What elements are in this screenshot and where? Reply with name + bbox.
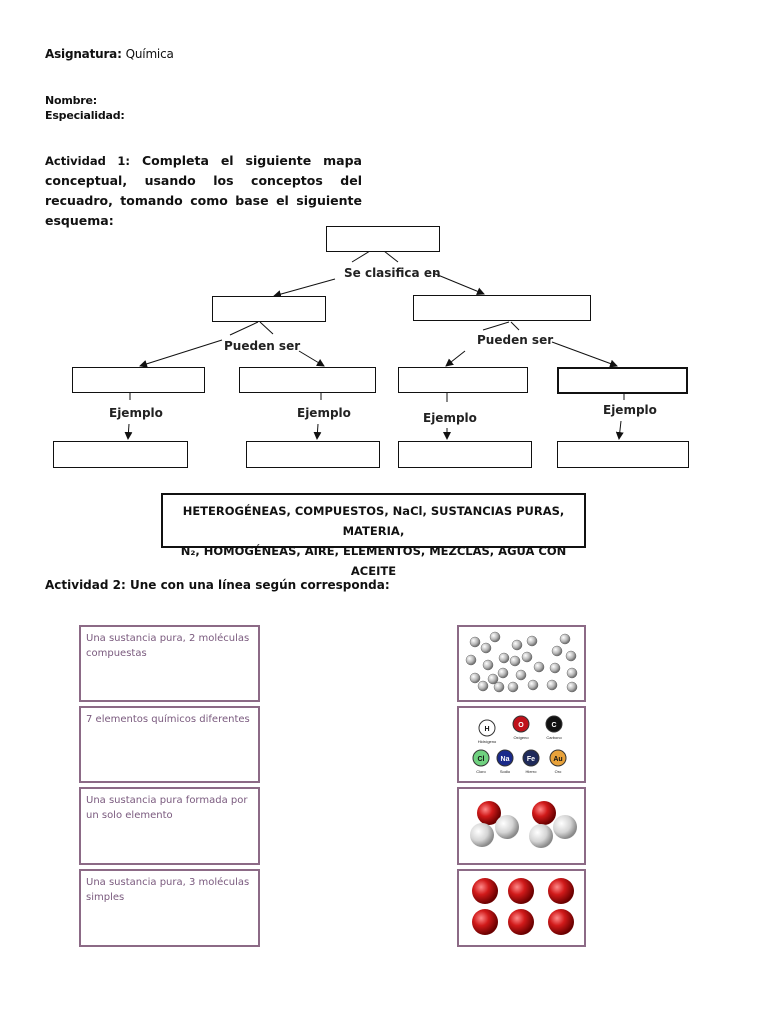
map-box-example-1[interactable] [53,441,188,468]
svg-text:Oxígeno: Oxígeno [513,735,529,740]
svg-text:O: O [518,722,524,729]
connector-example-1: Ejemplo [109,406,163,420]
subject-value: Química [125,47,174,61]
map-box-root[interactable] [326,226,440,252]
svg-text:C: C [551,722,556,729]
connector-classified: Se clasifica en [344,266,441,280]
svg-text:Au: Au [553,756,562,763]
grey-atoms-illustration [465,631,578,693]
svg-text:Hierro: Hierro [526,769,538,774]
concepts-line-2: N₂, HOMOGÉNEAS, AIRE, ELEMENTOS, MEZCLAS… [180,544,567,578]
picture-grey-atoms[interactable] [457,625,586,702]
concept-map-connectors [124,250,625,440]
connector-can-be-right: Pueden ser [477,333,554,347]
description-card-1[interactable]: Una sustancia pura, 2 moléculas compuest… [79,625,260,702]
activity1-title: Actividad 1: [45,154,131,168]
connector-example-3: Ejemplo [423,411,477,425]
map-box-level2-left[interactable] [212,296,326,322]
element-oxigeno-icon: O Oxígeno [512,715,530,740]
svg-text:Carbono: Carbono [546,735,562,740]
svg-text:Fe: Fe [527,756,535,763]
map-box-example-3[interactable] [398,441,532,468]
svg-text:Oro: Oro [555,769,562,774]
connector-example-2: Ejemplo [297,406,351,420]
connector-can-be-left: Pueden ser [224,339,301,353]
activity1-instructions: Actividad 1: Completa el siguiente mapa … [45,151,362,231]
description-card-2[interactable]: 7 elementos químicos diferentes [79,706,260,783]
svg-text:Cl: Cl [478,756,485,763]
description-card-4[interactable]: Una sustancia pura, 3 moléculas simples [79,869,260,947]
subject-line: Asignatura: Química [45,47,174,61]
svg-text:Cloro: Cloro [476,769,486,774]
map-box-level2-right[interactable] [413,295,591,321]
subject-label: Asignatura: [45,47,122,61]
svg-text:Hidrógeno: Hidrógeno [478,739,497,744]
concepts-line-1: HETEROGÉNEAS, COMPUESTOS, NaCl, SUSTANCI… [182,504,565,538]
picture-two-molecules[interactable] [457,787,586,865]
svg-text:H: H [484,726,489,733]
map-box-level3-2[interactable] [239,367,376,393]
simple-molecules-illustration [472,878,574,935]
activity1-text: Completa el siguiente mapa conceptual, u… [45,153,362,228]
compound-molecules-illustration [470,801,577,848]
picture-three-molecules[interactable] [457,869,586,947]
connector-example-4: Ejemplo [603,403,657,417]
map-box-level3-4[interactable] [557,367,688,394]
svg-text:Sodio: Sodio [500,769,511,774]
element-carbono-icon: C Carbono [545,715,563,740]
svg-text:Na: Na [501,756,510,763]
map-box-level3-1[interactable] [72,367,205,393]
map-box-example-4[interactable] [557,441,689,468]
description-card-3[interactable]: Una sustancia pura formada por un solo e… [79,787,260,865]
map-box-level3-3[interactable] [398,367,528,393]
element-hidrogeno-icon: H Hidrógeno [478,719,497,744]
specialty-label: Especialidad: [45,109,125,122]
concepts-box: HETEROGÉNEAS, COMPUESTOS, NaCl, SUSTANCI… [161,493,586,578]
map-box-example-2[interactable] [246,441,380,468]
activity2-title: Actividad 2: Une con una línea según cor… [45,578,390,592]
name-label: Nombre: [45,94,97,107]
